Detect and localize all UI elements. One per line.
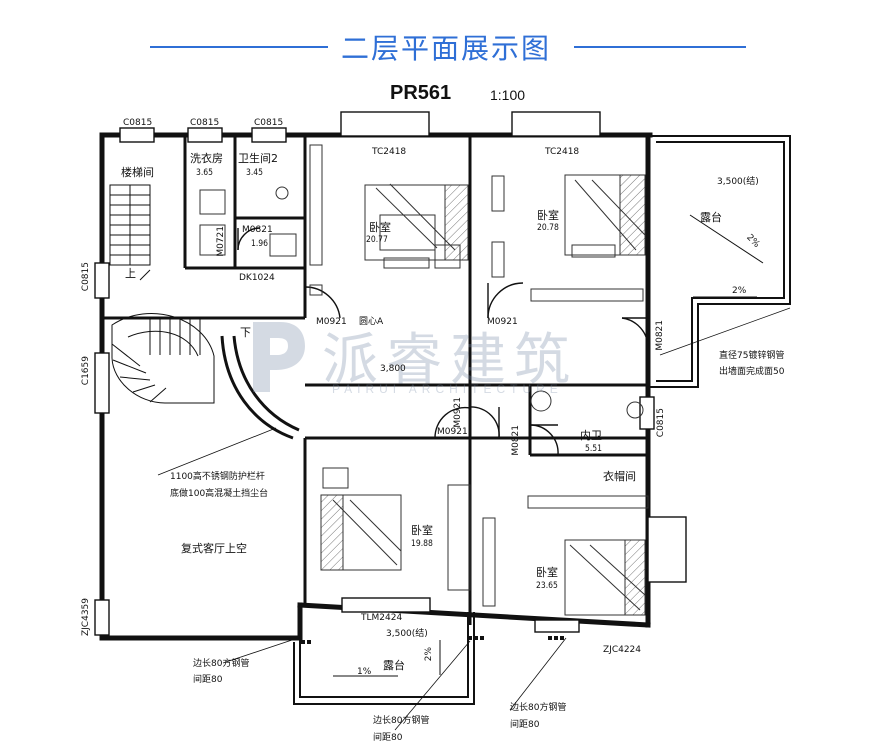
steel-gap-line-3: 间距80 (510, 720, 540, 730)
door-code-tlm2424: TLM2424 (361, 613, 403, 623)
window-code-c0815-right: C0815 (656, 408, 666, 438)
circle-center-a: 圆心A (359, 317, 384, 327)
balcony-slope-2: 2% (424, 647, 434, 662)
door-code-m0821-1: M0821 (242, 225, 273, 235)
laundry-area: 3.65 (196, 168, 214, 178)
room-bedroom-4: 卧室 (536, 566, 558, 579)
watermark-chinese-text: 派睿建筑 (322, 328, 578, 393)
pairui-watermark: 派睿建筑 PAIRUI ARCHITECTURE (248, 315, 648, 415)
terrace-elevation: 3,500(结) (717, 177, 759, 187)
window-code-c0815-left: C0815 (81, 262, 91, 292)
terrace-and-balcony (293, 135, 791, 705)
opening-code-dk1024: DK1024 (239, 273, 275, 283)
middle-elevation: 3,800 (380, 364, 406, 374)
pipe-note-line-1: 直径75镀锌钢管 (719, 351, 785, 361)
door-code-m0921-2: M0921 (487, 317, 518, 327)
stairs-down-label: 下 (240, 326, 251, 339)
bedroom-4-area: 23.65 (536, 581, 558, 591)
steel-note-line-1: 边长80方钢管 (193, 659, 250, 669)
steel-bars (301, 636, 564, 644)
windows (94, 111, 687, 636)
door-code-m0821-3: M0821 (511, 425, 521, 456)
steel-gap-line-2: 间距80 (373, 733, 403, 743)
door-code-m0921-4: M0921 (437, 427, 468, 437)
room-terrace: 露台 (700, 211, 722, 224)
window-code-zjc4224: ZJC4224 (603, 645, 642, 655)
room-stairs: 楼梯间 (121, 166, 154, 179)
room-bedroom-3: 卧室 (411, 524, 433, 537)
steel-gap-line-1: 间距80 (193, 675, 223, 685)
bathroom-2-area: 3.45 (246, 168, 264, 178)
room-balcony: 露台 (383, 659, 405, 672)
room-bedroom-1: 卧室 (369, 221, 391, 234)
title-left-line (150, 46, 328, 48)
watermark-english-text: PAIRUI ARCHITECTURE (332, 382, 563, 396)
rail-note-line-1: 1100高不锈钢防护栏杆 (170, 472, 265, 482)
room-bedroom-2: 卧室 (537, 209, 559, 222)
page-title: 二层平面展示图 (340, 32, 551, 65)
inner-bathroom-area: 5.51 (585, 444, 603, 454)
bedroom-3-area: 19.88 (411, 539, 433, 549)
window-code-c0815-1: C0815 (123, 118, 153, 128)
curved-guardrail (220, 335, 300, 440)
window-code-zjc4359: ZJC4359 (81, 598, 91, 637)
model-code: PR561 (390, 82, 452, 104)
room-bathroom-2: 卫生间2 (238, 152, 278, 165)
balcony-slope-1: 1% (357, 667, 372, 677)
pairui-logo-icon (253, 322, 305, 392)
steel-note-line-2: 边长80方钢管 (373, 716, 430, 726)
pipe-note-line-2: 出墙面完成面50 (719, 367, 785, 377)
drawing-scale: 1:100 (490, 87, 526, 103)
balcony-elevation: 3,500(结) (386, 629, 428, 639)
m0821-area: 1.96 (251, 239, 269, 249)
room-closet: 衣帽间 (603, 470, 636, 483)
bedroom-2-area: 20.78 (537, 223, 559, 233)
double-height-living-room: 复式客厅上空 (181, 542, 247, 555)
rail-note-line-2: 底做100高混凝土挡尘台 (170, 489, 269, 499)
furniture (199, 144, 649, 616)
terrace-slope-2: 2% (732, 286, 747, 296)
annotation-leaders (157, 307, 791, 731)
window-code-c0815-2: C0815 (190, 118, 220, 128)
window-code-tc2418-1: TC2418 (372, 147, 407, 157)
window-code-c1659: C1659 (81, 356, 91, 386)
steel-note-line-3: 边长80方钢管 (510, 703, 567, 713)
bedroom-1-area: 20.77 (366, 235, 388, 245)
door-code-m0721: M0721 (216, 226, 226, 257)
door-code-m0821-2: M0821 (655, 320, 665, 351)
window-code-c0815-3: C0815 (254, 118, 284, 128)
stairs-up-label: 上 (125, 267, 136, 280)
stairs (109, 184, 215, 404)
room-inner-bathroom: 内卫 (580, 429, 602, 442)
door-code-m0921-3: M0921 (453, 397, 463, 428)
door-code-m0921-1: M0921 (316, 317, 347, 327)
window-code-tc2418-2: TC2418 (545, 147, 580, 157)
room-laundry: 洗衣房 (190, 152, 223, 165)
doors (237, 227, 649, 456)
title-right-line (574, 46, 746, 48)
